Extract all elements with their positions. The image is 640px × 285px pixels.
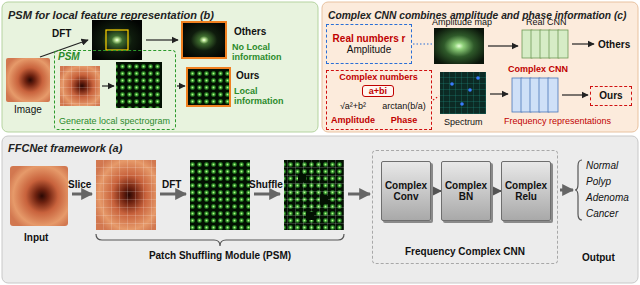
label-slot: Shuffle: [249, 179, 283, 191]
label-slot: Others: [598, 39, 630, 51]
connector: [431, 190, 441, 192]
ours-box: Ours: [590, 86, 632, 106]
label-slot: No Local information: [232, 42, 296, 63]
node-text: Complex Conv: [384, 180, 428, 203]
label-text: Image: [14, 104, 42, 116]
node-text: Ours: [599, 90, 622, 102]
label-text: Real CNN: [526, 17, 567, 27]
text-slot: FFCNet framework (a): [8, 138, 122, 156]
label-text: Normal: [586, 160, 618, 172]
label-slot: Adenoma: [586, 192, 629, 204]
node-text: Complex numbers: [327, 72, 430, 82]
node-text: Complex Relu: [504, 180, 548, 203]
label-slot: Complex CNN: [508, 64, 568, 74]
node-text: Complex BN: [444, 180, 488, 203]
label-slot: Image: [14, 104, 42, 116]
connector: [491, 190, 501, 192]
label-text: Ours: [236, 70, 259, 82]
node-text: a+bi: [362, 85, 394, 97]
label-text: Polyp: [586, 176, 611, 188]
label-slot: Polyp: [586, 176, 611, 188]
label-text: DFT: [52, 28, 71, 40]
text-slot: Generate local spectrogram: [55, 116, 174, 126]
text-slot: PSM for local feature representation (b): [8, 5, 214, 23]
text-slot: Complex numbers: [327, 72, 430, 82]
panel: PSM for local feature representation (b)…: [2, 2, 318, 132]
text-slot: Amplitude: [328, 115, 378, 125]
label-slot: Slice: [68, 179, 91, 191]
complex-number-box: Complex numbers a+bi √a²+b²arctan(b/a)Ampl…: [326, 70, 432, 130]
label-text: Amplitude map: [432, 17, 492, 27]
label-text: Frequency representations: [504, 116, 611, 126]
layer-box: Complex BN: [441, 161, 491, 221]
node-text: arctan(b/a): [379, 101, 429, 111]
label-text: DFT: [162, 179, 181, 191]
panel: FFCNet framework (a) Frequency Complex CN…: [2, 136, 638, 283]
label-slot: Frequency representations: [504, 116, 611, 126]
layer-box: Complex Conv: [381, 161, 431, 221]
label-text: Slice: [68, 179, 91, 191]
node-text: Phase: [379, 115, 429, 125]
label-text: Adenoma: [586, 192, 629, 204]
label-text: Local information: [234, 86, 298, 107]
label-slot: Patch Shuffling Module (PSM): [96, 250, 344, 262]
layer-box: Complex Relu: [501, 161, 551, 221]
text-slot: PSM: [58, 51, 80, 63]
node-text: FFCNet framework (a): [8, 142, 122, 155]
text-slot: Phase: [379, 115, 429, 125]
label-slot: Output: [582, 252, 615, 264]
label-slot: Amplitude map: [432, 17, 492, 27]
node-text: Real numbers r: [333, 33, 406, 45]
text-slot: arctan(b/a): [379, 101, 429, 111]
node-text: PSM for local feature representation (b): [8, 9, 214, 22]
node-text: √a²+b²: [328, 101, 378, 111]
label-slot: DFT: [52, 28, 71, 40]
label-text: Shuffle: [249, 179, 283, 191]
label-text: Others: [234, 26, 266, 38]
label-slot: Cancer: [586, 208, 618, 220]
label-text: Output: [582, 252, 615, 264]
text-slot: Frequency Complex CNN: [373, 246, 557, 258]
label-text: Patch Shuffling Module (PSM): [96, 250, 344, 262]
label-slot: Local information: [234, 86, 298, 107]
node-text: PSM: [58, 51, 80, 63]
text-slot: √a²+b²: [328, 101, 378, 111]
label-slot: Real CNN: [526, 17, 567, 27]
node-text: Frequency Complex CNN: [373, 246, 557, 258]
label-text: No Local information: [232, 42, 296, 63]
label-text: Others: [598, 39, 630, 51]
label-text: Cancer: [586, 208, 618, 220]
node-text: Amplitude: [347, 44, 391, 56]
text-slot: a+bi: [362, 85, 394, 97]
label-slot: Input: [24, 232, 48, 244]
label-text: Input: [24, 232, 48, 244]
label-text: Complex CNN: [508, 64, 568, 74]
label-slot: Normal: [586, 160, 618, 172]
label-slot: Others: [234, 26, 266, 38]
label-slot: Spectrum: [444, 117, 483, 127]
node-text: Generate local spectrogram: [55, 116, 174, 126]
real-number-box: Real numbers rAmplitude: [326, 24, 412, 64]
cnn-region: Frequency Complex CNN Complex Conv Complex…: [372, 150, 558, 264]
node-text: Amplitude: [328, 115, 378, 125]
label-text: Spectrum: [444, 117, 483, 127]
label-slot: Ours: [236, 70, 259, 82]
label-slot: DFT: [162, 179, 181, 191]
psm-region: PSM Generate local spectrogram: [54, 50, 176, 130]
